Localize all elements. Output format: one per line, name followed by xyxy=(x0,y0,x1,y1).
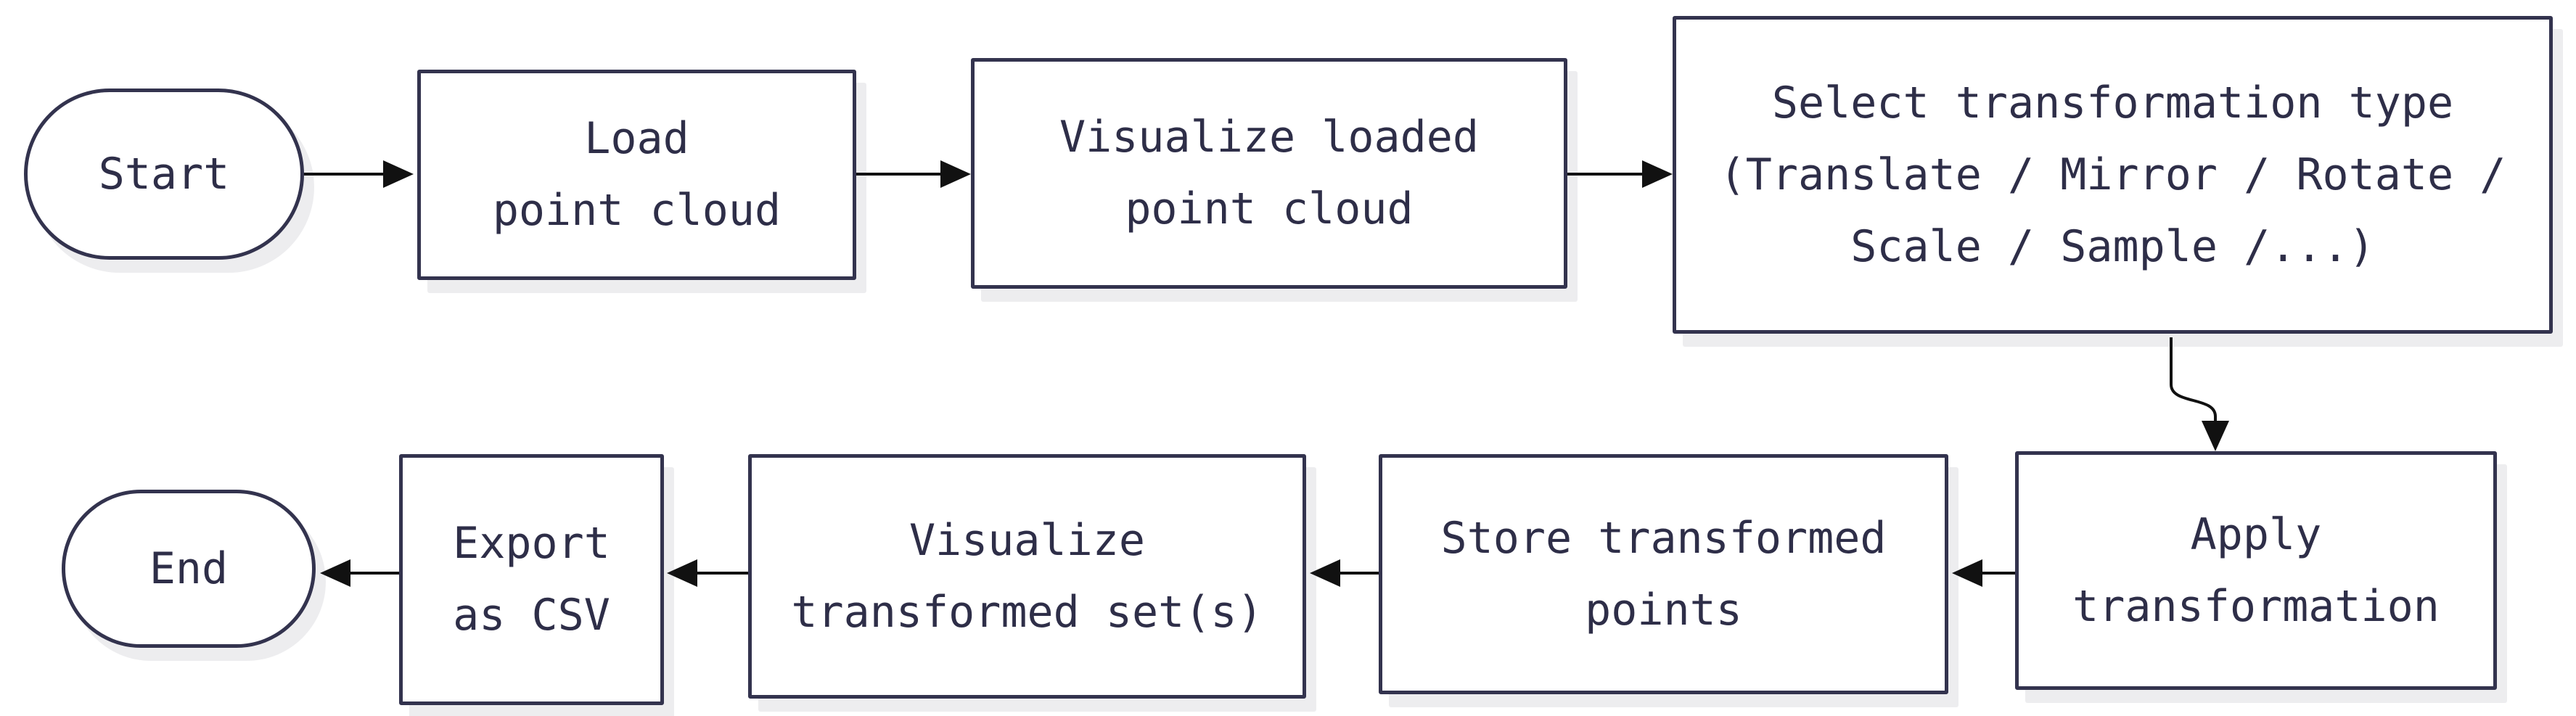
node-end-label: End xyxy=(149,543,229,594)
node-visualize-loaded-point-cloud-label: Visualize loaded point cloud xyxy=(1059,112,1479,234)
node-select-transformation-type-label: Select transformation type (Translate / … xyxy=(1719,77,2506,272)
node-select-transformation-type: Select transformation type (Translate / … xyxy=(1673,16,2553,334)
node-apply-transformation: Apply transformation xyxy=(2015,451,2497,690)
node-visualize-loaded-point-cloud: Visualize loaded point cloud xyxy=(971,58,1567,289)
node-load-point-cloud-label: Load point cloud xyxy=(492,113,782,236)
node-visualize-transformed-sets: Visualize transformed set(s) xyxy=(748,454,1306,699)
node-end: End xyxy=(62,490,316,648)
node-start: Start xyxy=(24,89,304,260)
node-start-label: Start xyxy=(98,148,230,199)
node-export-as-csv: Export as CSV xyxy=(399,454,664,705)
node-load-point-cloud: Load point cloud xyxy=(417,70,856,280)
node-apply-transformation-label: Apply transformation xyxy=(2072,509,2440,632)
edge-select-to-apply xyxy=(2170,337,2229,451)
node-export-as-csv-label: Export as CSV xyxy=(453,518,610,641)
node-visualize-transformed-sets-label: Visualize transformed set(s) xyxy=(791,514,1263,638)
node-store-transformed-points: Store transformed points xyxy=(1379,454,1948,694)
node-store-transformed-points-label: Store transformed points xyxy=(1440,512,1887,635)
